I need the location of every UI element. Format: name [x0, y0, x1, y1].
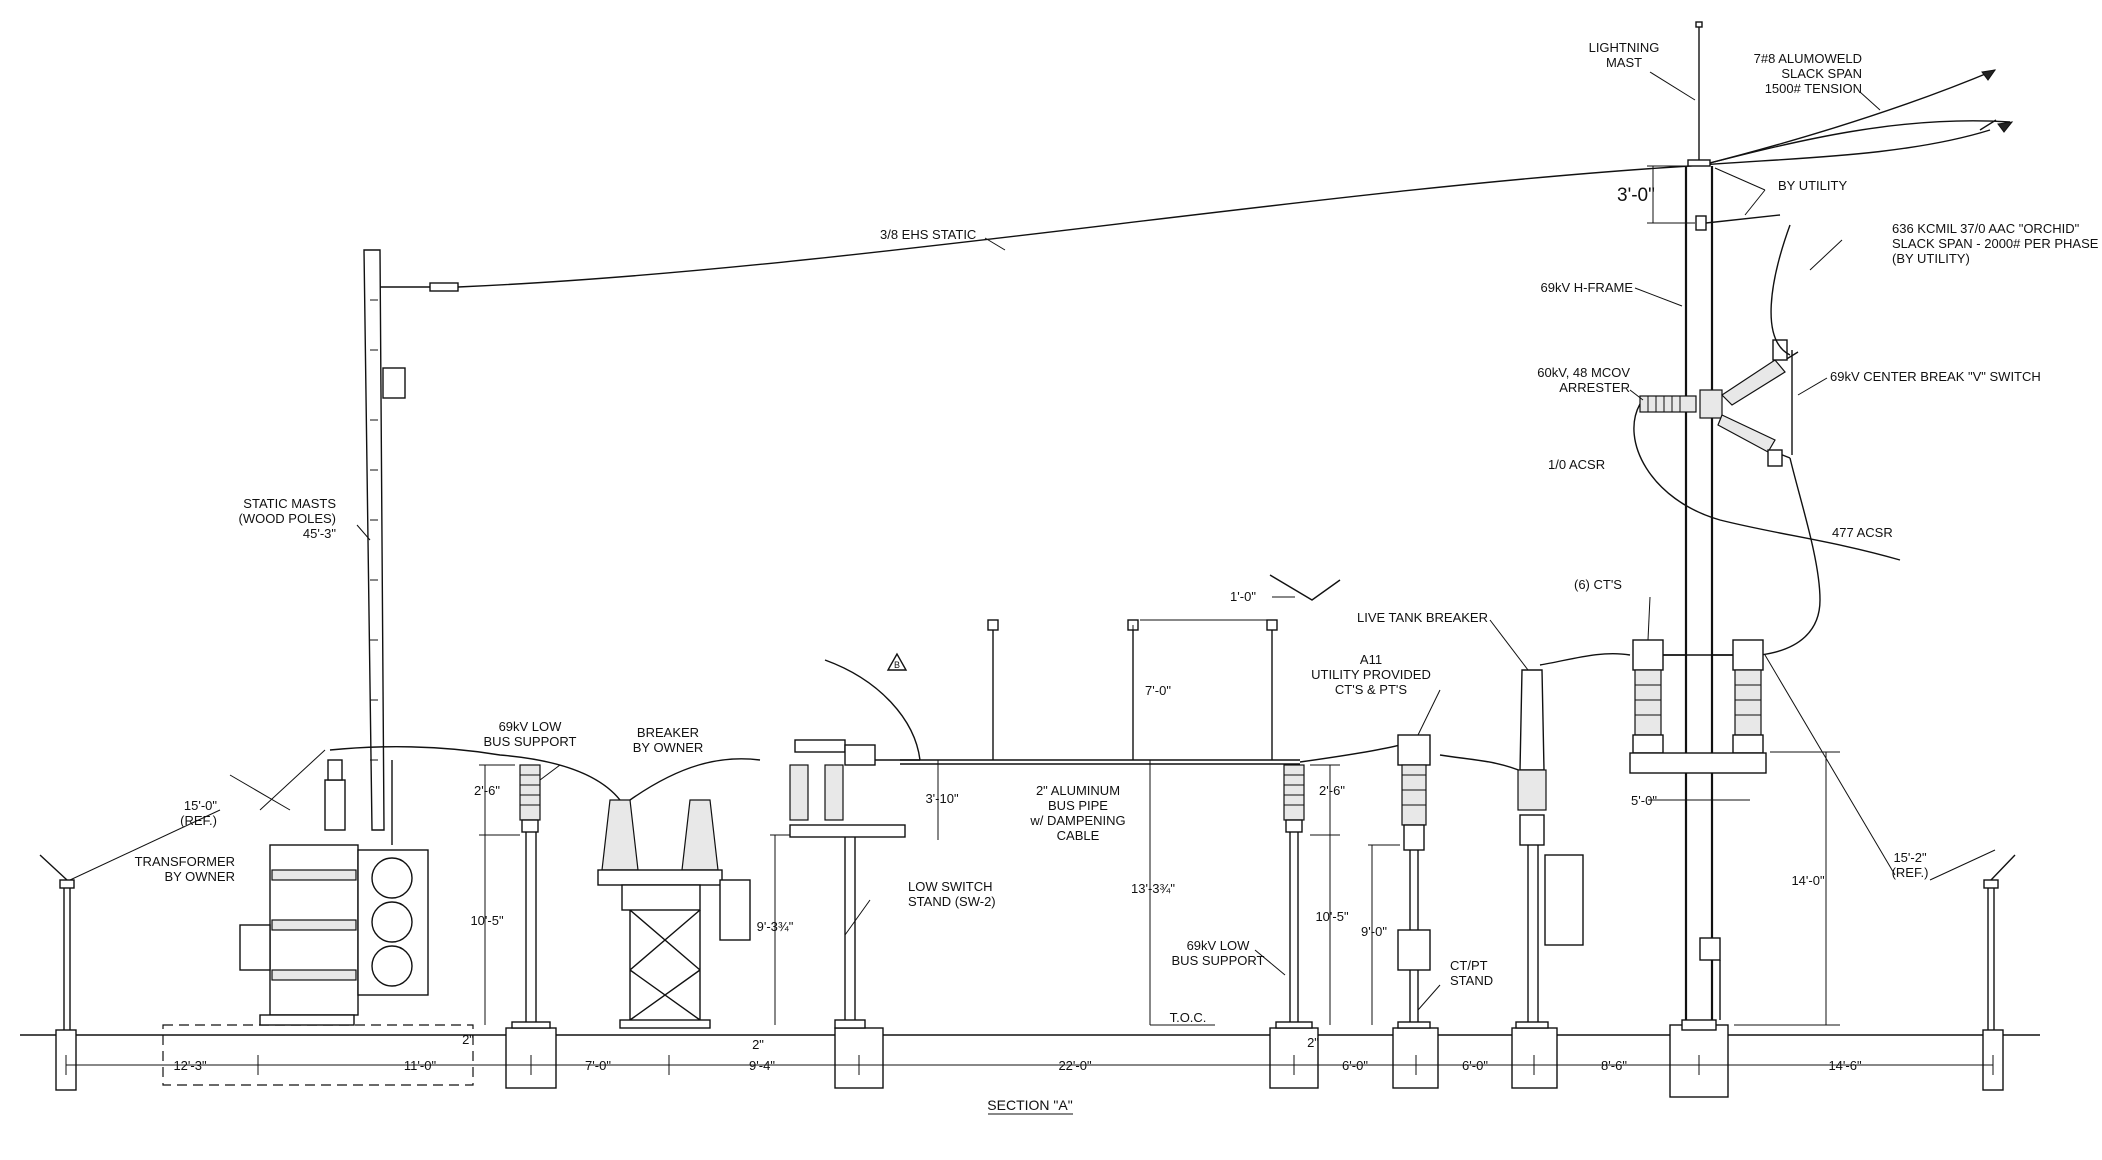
- live-tank-breaker: [1515, 669, 1584, 1029]
- live-tank-label: LIVE TANK BREAKER: [1357, 610, 1488, 625]
- bus-pipe-label-2: BUS PIPE: [1048, 798, 1108, 813]
- dim-11-0: 11'-0": [404, 1058, 437, 1073]
- bus-pipe-label-1: 2" ALUMINUM: [1036, 783, 1120, 798]
- breaker-label-1: BREAKER: [637, 725, 699, 740]
- arrester-label-2: ARRESTER: [1559, 380, 1630, 395]
- dim-8-6: 8'-6": [1601, 1058, 1627, 1073]
- static-wire: [457, 69, 2014, 288]
- dim-6-0-a: 6'-0": [1342, 1058, 1368, 1073]
- arrester-label-1: 60kV, 48 MCOV: [1537, 365, 1630, 380]
- dim-five-ft: 5'-0": [1631, 793, 1657, 808]
- low-bus-left-label-2: BUS SUPPORT: [484, 734, 577, 749]
- lightning-mast-label-1: LIGHTNING: [1589, 40, 1660, 55]
- low-bus-support-right: [1275, 764, 1313, 1029]
- dim-two-in-c: 2": [1307, 1035, 1319, 1050]
- low-switch-stand: [789, 659, 921, 1029]
- bus-pipe-label-4: CABLE: [1057, 828, 1100, 843]
- orchid-label-1: 636 KCMIL 37/0 AAC "ORCHID": [1892, 221, 2080, 236]
- a11-label-3: CT'S & PT'S: [1335, 682, 1407, 697]
- dim-14-6: 14'-6": [1828, 1058, 1862, 1073]
- alumoweld-label-3: 1500# TENSION: [1765, 81, 1862, 96]
- static-label: 3/8 EHS STATIC: [880, 227, 976, 242]
- breaker-by-owner: [597, 799, 751, 1029]
- dim-nine-three: 9'-3¾": [757, 919, 794, 934]
- dim-one-ft: 1'-0": [1230, 589, 1256, 604]
- dimension-lines: [479, 165, 1840, 1026]
- ref-left-label-1: 15'-0": [184, 798, 218, 813]
- foundations: [55, 1024, 2004, 1098]
- dim-seven-ft: 7'-0": [1145, 683, 1171, 698]
- toc-label: T.O.C.: [1170, 1010, 1207, 1025]
- transformer-label-2: BY OWNER: [164, 869, 235, 884]
- low-bus-left-label-1: 69kV LOW: [499, 719, 563, 734]
- ref-left-label-2: (REF.): [180, 813, 217, 828]
- low-switch-label-2: STAND (SW-2): [908, 894, 996, 909]
- transformer: [239, 759, 429, 1026]
- dim-two-six-right: 2'-6": [1319, 783, 1345, 798]
- static-masts-label-1: STATIC MASTS: [243, 496, 336, 511]
- revision-triangle: B: [886, 652, 908, 671]
- h-frame-label: 69kV H-FRAME: [1541, 280, 1634, 295]
- dim-three-ten: 3'-10": [925, 791, 959, 806]
- dim-ten-five-right: 10'-5": [1315, 909, 1349, 924]
- orchid-label-3: (BY UTILITY): [1892, 251, 1970, 266]
- ctpt-stand-label-2: STAND: [1450, 973, 1493, 988]
- dim-three-ft: 3'-0": [1617, 185, 1655, 206]
- leader-lines: [69, 71, 1996, 1011]
- dim-fourteen-ft: 14'-0": [1791, 873, 1825, 888]
- dim-two-six-left: 2'-6": [474, 783, 500, 798]
- fence-post-left: [39, 854, 75, 1030]
- bus-pipe-label-3: w/ DAMPENING: [1029, 813, 1125, 828]
- cts-label: (6) CT'S: [1574, 577, 1622, 592]
- acsr-477-label: 477 ACSR: [1832, 525, 1893, 540]
- dim-two-in-a: 2": [462, 1032, 474, 1047]
- revision-letter: B: [894, 660, 900, 670]
- static-masts-label-3: 45'-3": [303, 526, 337, 541]
- conductors: [329, 224, 1901, 801]
- dim-6-0-b: 6'-0": [1462, 1058, 1488, 1073]
- low-bus-support-left: [511, 764, 551, 1029]
- bottom-dimension-labels: 12'-3" 11'-0" 7'-0" 9'-4" 22'-0" 6'-0" 6…: [173, 1058, 1862, 1073]
- low-bus-right-label-1: 69kV LOW: [1187, 938, 1251, 953]
- dim-7-0: 7'-0": [585, 1058, 611, 1073]
- ref-right-label-1: 15'-2": [1893, 850, 1927, 865]
- dim-ten-five-left: 10'-5": [470, 913, 504, 928]
- transformer-label-1: TRANSFORMER: [135, 854, 235, 869]
- acsr-1-0-label: 1/0 ACSR: [1548, 457, 1605, 472]
- low-bus-right-label-2: BUS SUPPORT: [1172, 953, 1265, 968]
- v-switch-label: 69kV CENTER BREAK "V" SWITCH: [1830, 369, 2041, 384]
- bottom-dimension-line: [65, 1055, 1994, 1075]
- a11-label-1: A11: [1360, 652, 1382, 667]
- static-mast-left: [363, 249, 459, 831]
- dim-nine-ft: 9'-0": [1361, 924, 1387, 939]
- ct-pt-stand: [1397, 734, 1431, 1029]
- h-frame-pole: [1681, 21, 1781, 1031]
- orchid-label-2: SLACK SPAN - 2000# PER PHASE: [1892, 236, 2099, 251]
- dim-12-3: 12'-3": [173, 1058, 207, 1073]
- ct-units: [1629, 639, 1767, 774]
- ctpt-stand-label-1: CT/PT: [1450, 958, 1488, 973]
- arrester: [1639, 395, 1697, 413]
- by-utility-label: BY UTILITY: [1778, 178, 1847, 193]
- alumoweld-label-1: 7#8 ALUMOWELD: [1754, 51, 1862, 66]
- alumoweld-label-2: SLACK SPAN: [1781, 66, 1862, 81]
- dim-thirteen-three: 13'-3¾": [1131, 881, 1175, 896]
- dim-9-4: 9'-4": [749, 1058, 775, 1073]
- static-masts-label-2: (WOOD POLES): [238, 511, 336, 526]
- section-title: SECTION "A": [987, 1097, 1072, 1113]
- dim-22-0: 22'-0": [1058, 1058, 1092, 1073]
- ref-right-label-2: (REF.): [1892, 865, 1929, 880]
- lightning-mast-label-2: MAST: [1606, 55, 1642, 70]
- fence-post-right: [1983, 854, 2016, 1030]
- a11-label-2: UTILITY PROVIDED: [1311, 667, 1431, 682]
- v-switch: [1699, 339, 1799, 467]
- low-switch-label-1: LOW SWITCH: [908, 879, 993, 894]
- dim-two-in-b: 2": [752, 1037, 764, 1052]
- breaker-label-2: BY OWNER: [633, 740, 704, 755]
